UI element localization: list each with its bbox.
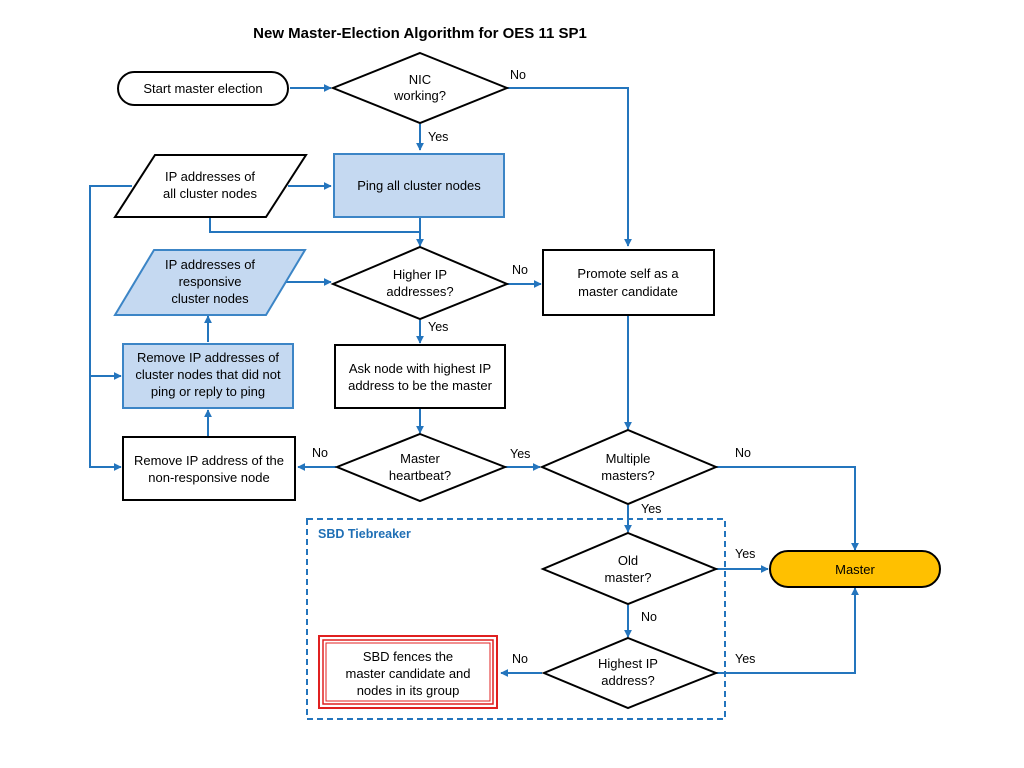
node-sbd-line-3: nodes in its group — [357, 683, 460, 698]
node-multiple-line-2: masters? — [601, 468, 654, 483]
node-higher-line-1: Higher IP — [393, 267, 447, 282]
node-higher-line-2: addresses? — [386, 284, 453, 299]
edge-label-nic-yes: Yes — [428, 130, 448, 144]
node-ip-all-line-1: IP addresses of — [165, 169, 255, 184]
node-remove-ping-line-2: cluster nodes that did not — [135, 367, 281, 382]
edge-label-multiple-no: No — [735, 446, 751, 460]
edge-label-multiple-yes: Yes — [641, 502, 661, 516]
diagram-title: New Master-Election Algorithm for OES 11… — [253, 25, 587, 42]
sbd-tiebreaker-group — [306, 518, 726, 720]
node-promote-line-2: master candidate — [578, 284, 678, 299]
node-nic-working: NIC working? — [330, 51, 510, 125]
edge-label-heartbeat-no: No — [312, 446, 328, 460]
node-start-label: Start master election — [143, 81, 262, 96]
node-highest-ip: Highest IP address? — [541, 636, 719, 710]
edge-label-higher-yes: Yes — [428, 320, 448, 334]
node-ip-all-line-2: all cluster nodes — [163, 186, 257, 201]
node-old-line-1: Old — [618, 553, 638, 568]
node-remove-non-line-1: Remove IP address of the — [134, 453, 284, 468]
node-old-line-2: master? — [605, 570, 652, 585]
node-remove-ping-line-3: ping or reply to ping — [151, 384, 265, 399]
edge-label-highest-yes: Yes — [735, 652, 755, 666]
node-ask-line-2: address to be the master — [348, 378, 492, 393]
node-ip-resp-line-2: responsive — [179, 274, 242, 289]
edge-ipall-trunk — [89, 185, 132, 471]
node-sbd-line-2: master candidate and — [345, 666, 470, 681]
edge-nic-no — [507, 87, 632, 247]
node-nic-line-2: working? — [393, 88, 446, 103]
edge-label-heartbeat-yes: Yes — [510, 447, 530, 461]
node-ip-responsive: IP addresses of responsive cluster nodes — [113, 249, 307, 316]
node-old-master: Old master? — [540, 531, 719, 606]
node-remove-unpinged: Remove IP addresses of cluster nodes tha… — [122, 343, 294, 409]
node-sbd-line-1: SBD fences the — [363, 649, 453, 664]
edge-label-old-yes: Yes — [735, 547, 755, 561]
node-ip-resp-line-3: cluster nodes — [171, 291, 249, 306]
node-master-heartbeat: Master heartbeat? — [334, 432, 508, 503]
edge-ipall-to-higher — [209, 218, 424, 247]
edge-multiple-no — [716, 466, 859, 551]
node-remove-nonresponsive: Remove IP address of the non-responsive … — [122, 436, 296, 501]
node-nic-line-1: NIC — [409, 72, 431, 87]
node-promote-self: Promote self as a master candidate — [542, 249, 715, 316]
node-highest-line-1: Highest IP — [598, 656, 658, 671]
node-promote-line-1: Promote self as a — [577, 266, 679, 281]
node-multiple-line-1: Multiple — [606, 451, 651, 466]
node-start: Start master election — [117, 71, 289, 106]
node-sbd-fences: SBD fences the master candidate and node… — [318, 635, 498, 709]
node-highest-line-2: address? — [601, 673, 654, 688]
node-multiple-masters: Multiple masters? — [539, 428, 719, 506]
node-higher-ip: Higher IP addresses? — [330, 245, 510, 321]
edge-label-higher-no: No — [512, 263, 528, 277]
node-ping-all: Ping all cluster nodes — [333, 153, 505, 218]
edge-label-highest-no: No — [512, 652, 528, 666]
node-master-label: Master — [835, 562, 875, 577]
sbd-tiebreaker-label: SBD Tiebreaker — [318, 527, 411, 541]
node-heartbeat-line-1: Master — [400, 451, 440, 466]
node-master: Master — [769, 550, 941, 588]
node-heartbeat-line-2: heartbeat? — [389, 468, 451, 483]
node-ask-line-1: Ask node with highest IP — [349, 361, 491, 376]
node-ip-all: IP addresses of all cluster nodes — [113, 154, 308, 218]
node-remove-ping-line-1: Remove IP addresses of — [137, 350, 279, 365]
node-ip-resp-line-1: IP addresses of — [165, 257, 255, 272]
edge-label-nic-no: No — [510, 68, 526, 82]
edge-label-old-no: No — [641, 610, 657, 624]
edge-highest-yes — [716, 587, 859, 674]
node-remove-non-line-2: non-responsive node — [148, 470, 269, 485]
node-ask-highest: Ask node with highest IP address to be t… — [334, 344, 506, 409]
node-ping-label: Ping all cluster nodes — [357, 178, 481, 193]
